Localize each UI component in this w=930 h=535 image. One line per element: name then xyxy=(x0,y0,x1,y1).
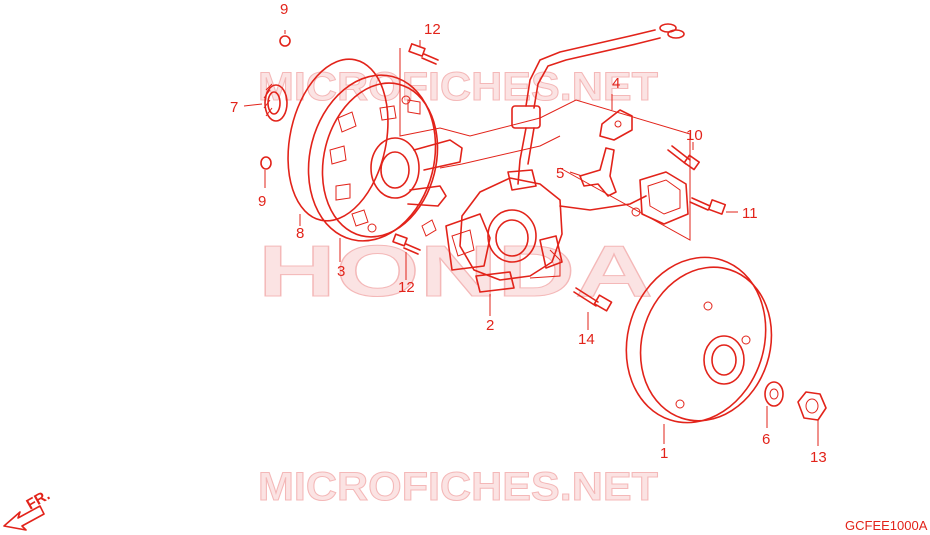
bolt-part-12-top xyxy=(408,43,439,65)
crankcase-cover-part-3 xyxy=(307,74,463,242)
clamp-part-4 xyxy=(599,109,633,141)
callout-6: 6 xyxy=(762,431,770,448)
callout-9-top: 9 xyxy=(280,1,288,18)
leader-lines xyxy=(243,30,819,446)
pulser-coil xyxy=(631,171,689,225)
flywheel-part-1 xyxy=(625,256,773,424)
callout-9-bottom: 9 xyxy=(258,193,266,210)
callout-4: 4 xyxy=(612,75,620,92)
bolt-part-10 xyxy=(667,145,701,171)
callout-3: 3 xyxy=(337,263,345,280)
front-direction-arrow-icon xyxy=(3,505,45,531)
callout-7: 7 xyxy=(230,99,238,116)
callout-2: 2 xyxy=(486,317,494,334)
callout-13: 13 xyxy=(810,449,827,466)
bolt-part-11 xyxy=(689,197,727,215)
washer-part-9-top xyxy=(279,35,291,47)
callout-10: 10 xyxy=(686,127,703,144)
washer-part-9-bottom xyxy=(260,156,272,170)
callout-5: 5 xyxy=(556,165,564,182)
callout-1: 1 xyxy=(660,445,668,462)
gasket-part-8 xyxy=(287,58,389,222)
oil-seal-part-7 xyxy=(263,83,288,122)
watermark-bottom: MICROFICHES.NET xyxy=(258,465,658,509)
bolt-part-12-bottom xyxy=(392,233,421,255)
callout-8: 8 xyxy=(296,225,304,242)
wire-harness xyxy=(511,23,685,211)
nut-part-13 xyxy=(797,391,827,421)
callout-12-bottom: 12 xyxy=(398,279,415,296)
washer-part-6 xyxy=(764,381,784,407)
callout-11: 11 xyxy=(742,205,758,222)
diagram-code: GCFEE1000A xyxy=(845,518,928,533)
watermark-top: MICROFICHES.NET xyxy=(258,65,658,109)
callout-14: 14 xyxy=(578,331,595,348)
front-direction-label: FR. xyxy=(24,487,53,514)
watermark-honda: HONDA xyxy=(258,232,653,312)
stator-part-2 xyxy=(445,169,563,293)
clamp-hole xyxy=(614,120,622,128)
bolt-part-14 xyxy=(573,287,613,312)
callout-12-top: 12 xyxy=(424,21,441,38)
